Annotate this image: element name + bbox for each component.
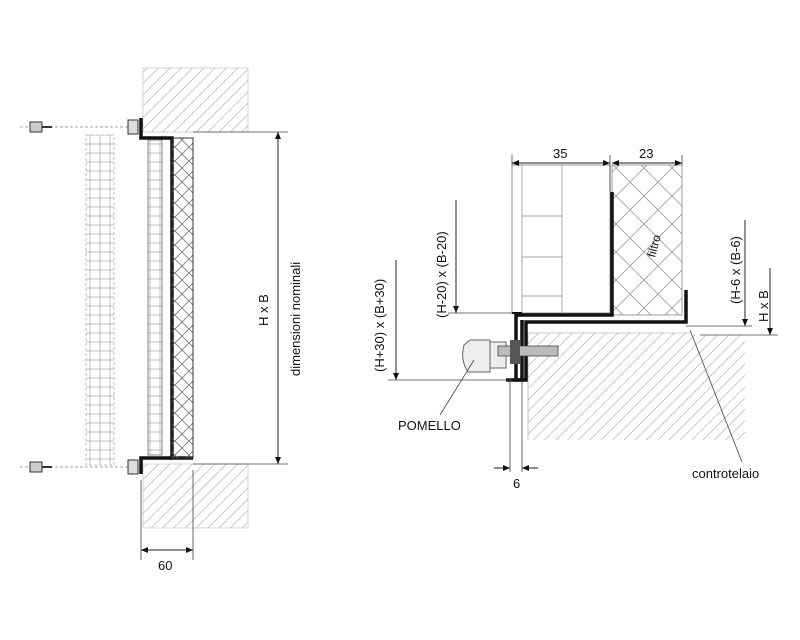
subframe-label: controtelaio xyxy=(692,466,759,481)
right-detail-view: filtro 35 23 6 (H+30) x (B+30) xyxy=(372,146,778,491)
knob-icon xyxy=(462,339,559,373)
dim-nominal-label: H x B xyxy=(756,290,771,322)
wall-top-left xyxy=(143,68,248,132)
dim-outer-label: (H+30) x (B+30) xyxy=(372,279,387,372)
dim-height-caption: dimensioni nominali xyxy=(288,262,303,376)
knob-icon xyxy=(127,119,139,475)
wall-detail xyxy=(528,333,745,440)
dim-23-label: 23 xyxy=(639,146,653,161)
filter-detail xyxy=(611,164,683,316)
grille-body xyxy=(511,164,611,314)
wall-bottom-left xyxy=(143,464,248,528)
grille-face xyxy=(147,139,163,456)
dim-35-label: 35 xyxy=(553,146,567,161)
dim-inner-label: (H-20) x (B-20) xyxy=(434,231,449,318)
screw-icon xyxy=(29,461,52,473)
left-section-view: 60 H x B dimensioni nominali xyxy=(20,67,303,573)
dim-width-label: 60 xyxy=(158,558,172,573)
filter-block xyxy=(171,137,194,459)
knob-label: POMELLO xyxy=(398,418,461,433)
dim-6-label: 6 xyxy=(513,476,520,491)
dim-height-label: H x B xyxy=(256,294,271,326)
dim-filter-label: (H-6 x (B-6) xyxy=(728,236,743,304)
ghost-grille xyxy=(20,126,140,468)
filter-label: filtro xyxy=(644,233,663,259)
screw-icon xyxy=(29,121,52,133)
